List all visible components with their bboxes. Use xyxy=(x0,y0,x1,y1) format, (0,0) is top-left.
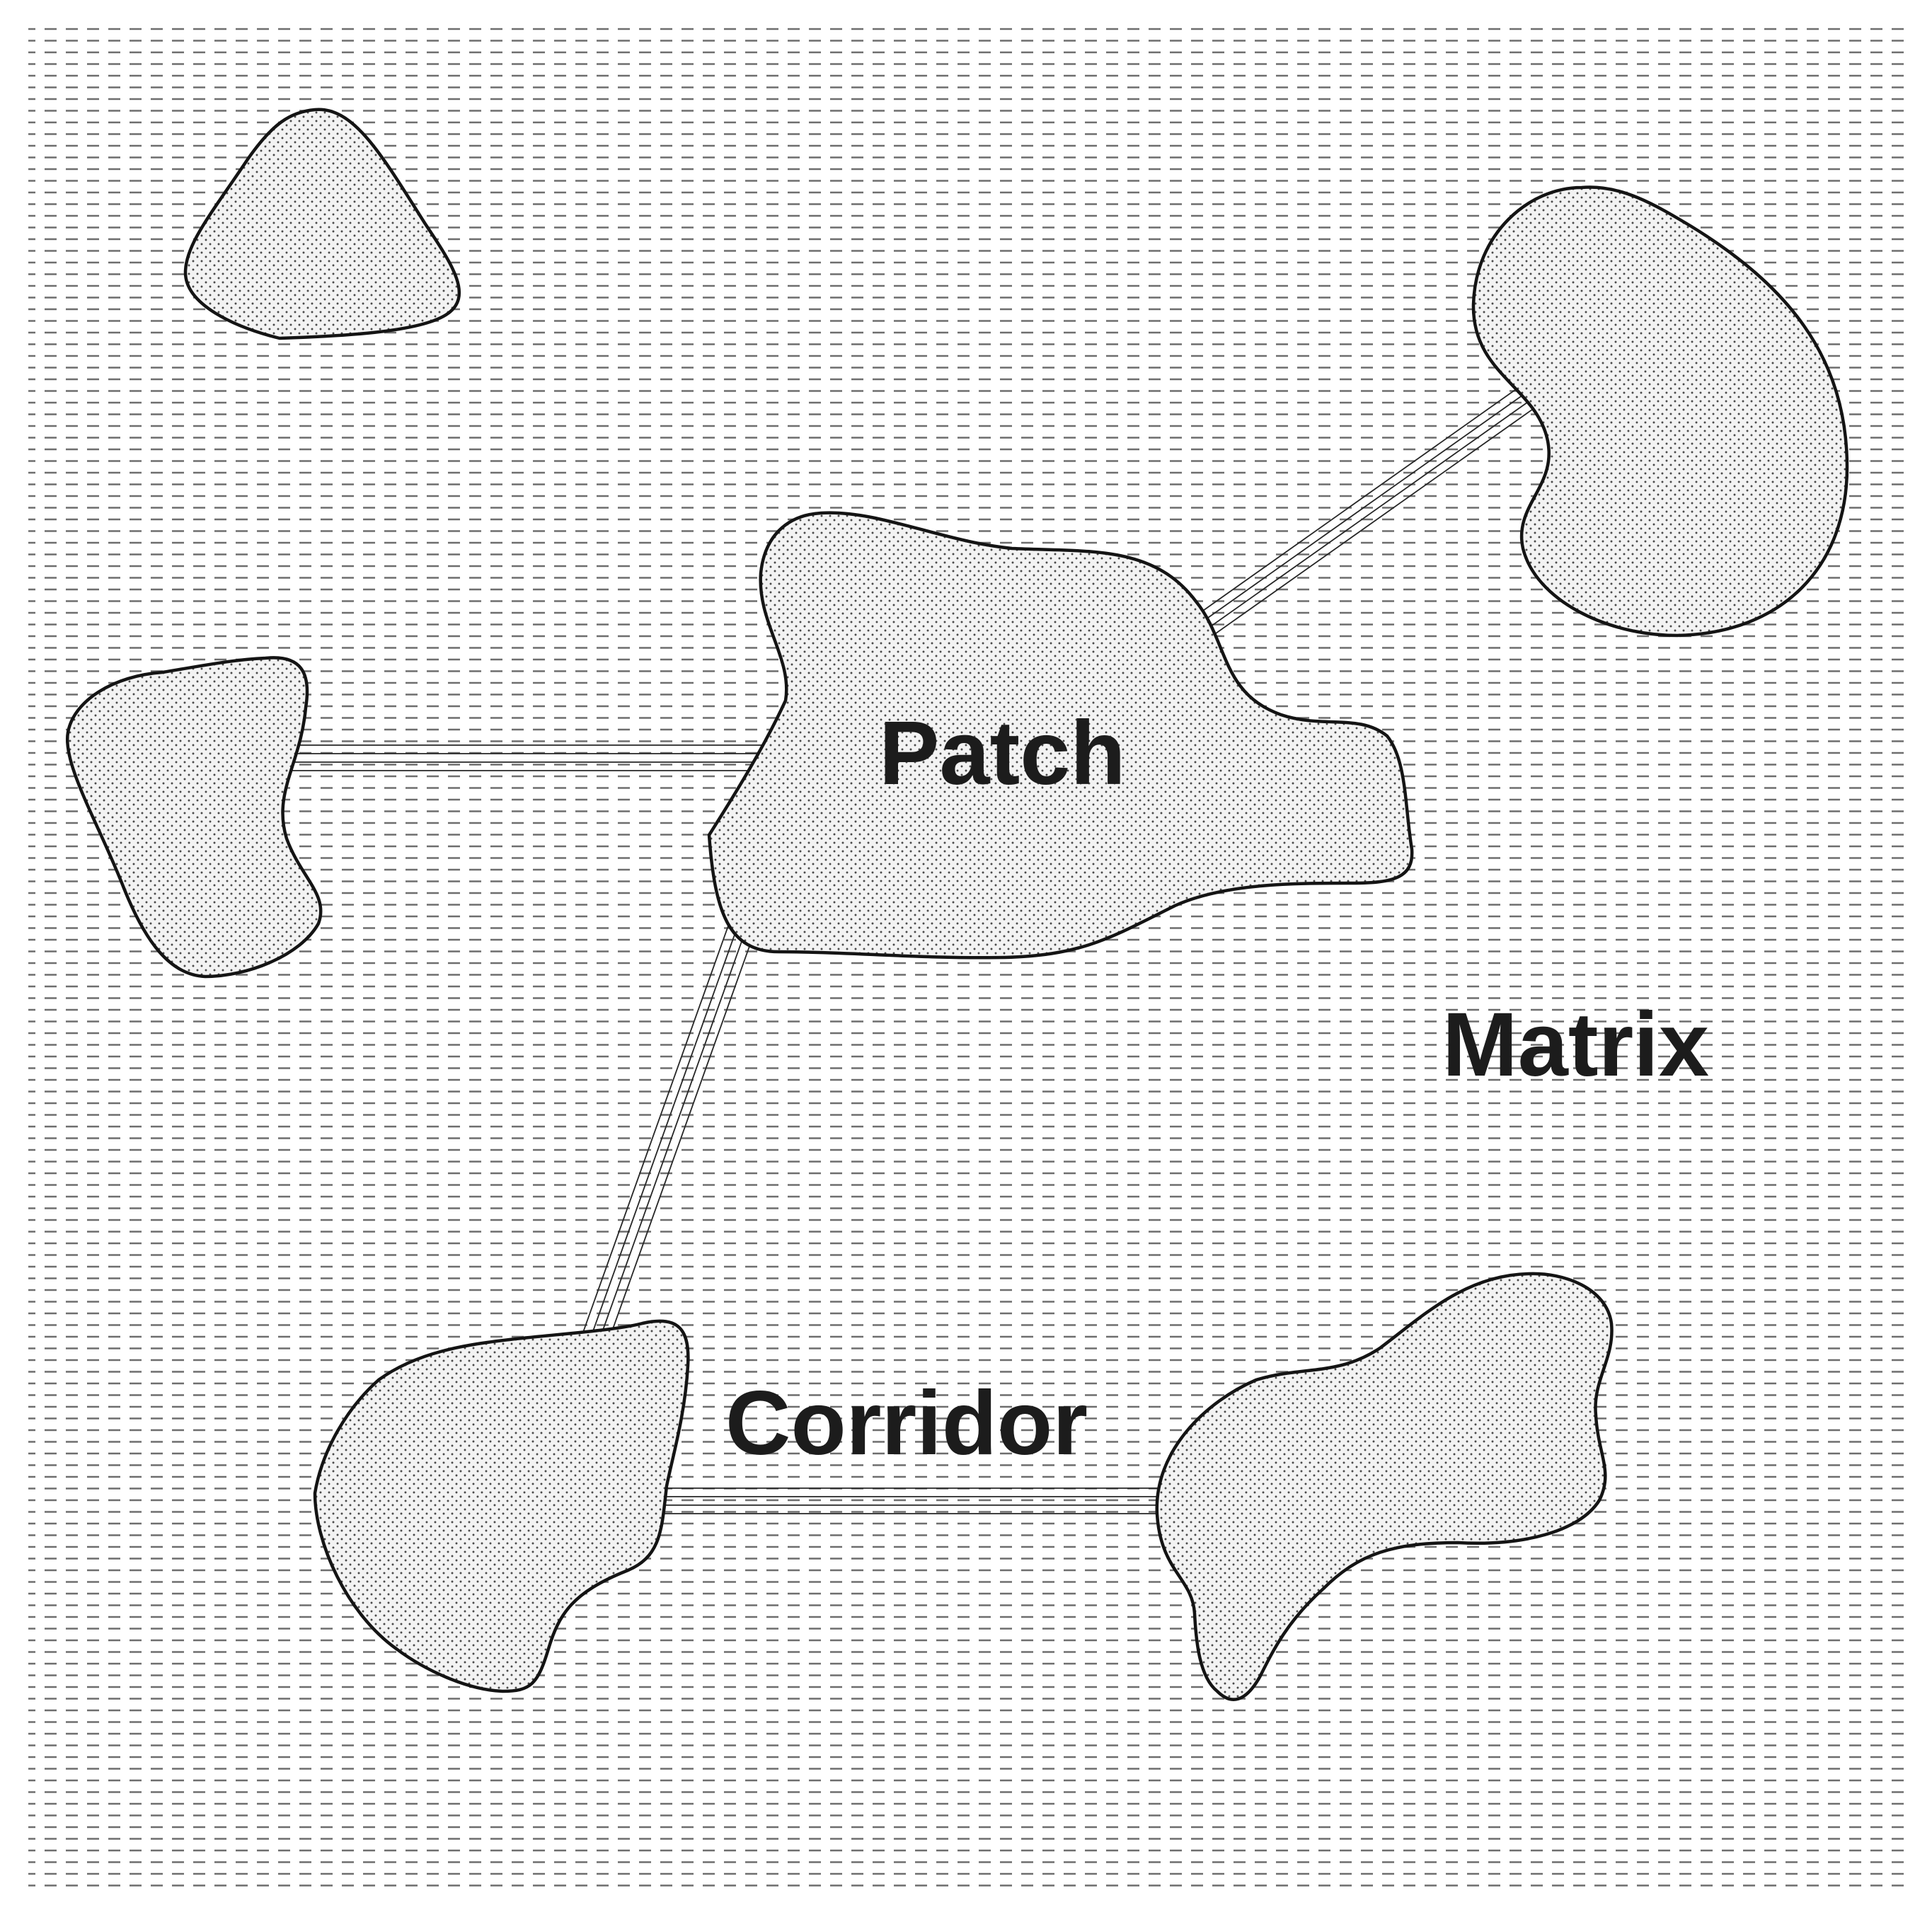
label-matrix: Matrix xyxy=(1442,994,1709,1095)
patches xyxy=(65,108,1849,1701)
corridor-southeast xyxy=(651,1487,1168,1514)
corridor-northeast xyxy=(1195,386,1536,638)
corridors xyxy=(283,386,1536,1514)
corridor-west xyxy=(283,744,764,771)
patch-top-right xyxy=(1471,185,1849,638)
patch-central xyxy=(707,511,1414,960)
patch-west xyxy=(65,656,323,979)
patch-south-left xyxy=(313,1319,690,1693)
patch-top-left xyxy=(183,108,461,340)
label-patch: Patch xyxy=(879,703,1126,804)
patch-south-right xyxy=(1155,1272,1614,1701)
label-corridor: Corridor xyxy=(725,1373,1088,1474)
corridor-south xyxy=(577,919,757,1357)
